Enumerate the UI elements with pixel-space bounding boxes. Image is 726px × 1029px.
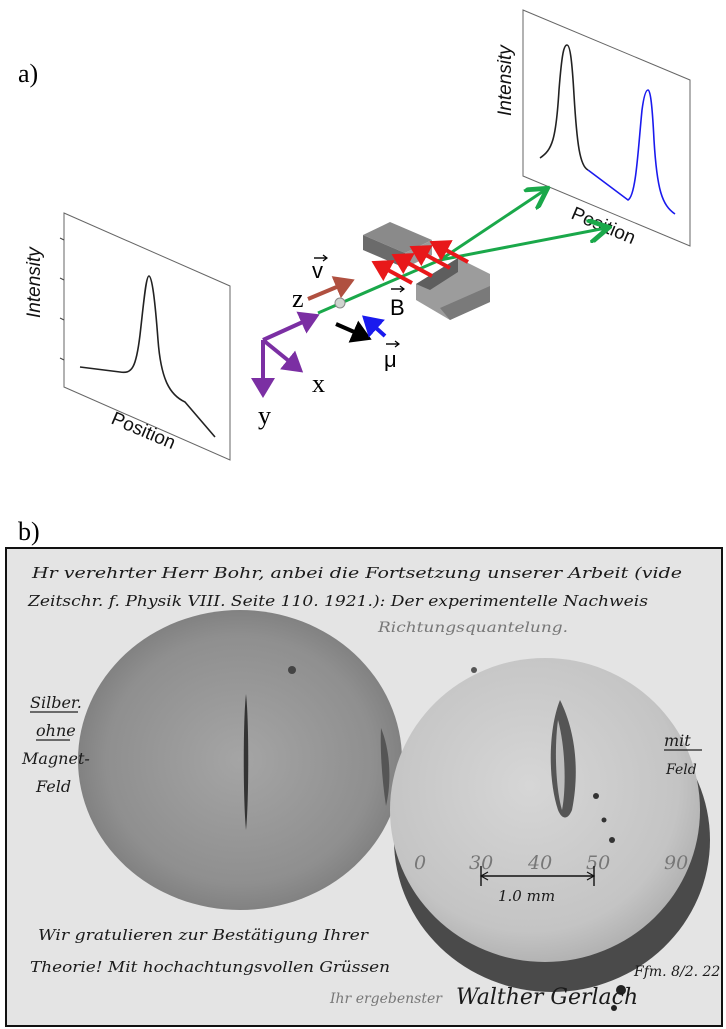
left-note-line-1: Silber.: [30, 693, 82, 712]
moment-label: μ: [384, 347, 397, 372]
left-note-line-4: Feld: [35, 777, 71, 796]
note-line-2: Zeitschr. f. Physik VIII. Seite 110. 192…: [27, 592, 648, 610]
plate-with-field: [390, 658, 710, 1011]
bottom-line-2: Theorie! Mit hochachtungsvollen Grüssen: [30, 958, 390, 976]
left-ylabel: Intensity: [24, 246, 45, 318]
scale-label: 1.0 mm: [498, 887, 555, 905]
signature: Walther Gerlach: [456, 985, 638, 1010]
right-detector-screen: Intensity Position: [495, 9, 691, 249]
field-label: B: [390, 295, 405, 320]
scale-tick-40: 40: [527, 852, 552, 874]
date-note: Ffm. 8/2. 22: [633, 964, 720, 980]
right-note-line-2: Feld: [665, 762, 697, 778]
coordinate-axes: z x y: [251, 284, 325, 430]
magnetic-field-arrows: B: [371, 240, 469, 320]
bottom-line-1: Wir gratulieren zur Bestätigung Ihrer: [38, 926, 369, 944]
panel-b-label: b): [18, 520, 40, 546]
scale-tick-30: 30: [469, 852, 493, 874]
scale-bar: 30 40 50 90 0 1.0 mm: [414, 852, 688, 905]
magnet-lower: [416, 258, 490, 320]
right-note-line-1: mit: [664, 731, 691, 750]
left-note-line-2: ohne: [36, 721, 76, 740]
scale-tick-0: 0: [414, 852, 426, 874]
note-line-3: Richtungsquantelung.: [377, 620, 568, 636]
velocity-vector: v: [307, 254, 355, 301]
magnet-upper: [363, 222, 432, 268]
left-note-line-3: Magnet-: [21, 749, 90, 768]
right-ylabel: Intensity: [495, 44, 516, 116]
left-intensity-peak: [79, 275, 216, 438]
left-side-note: Silber. ohne Magnet- Feld: [21, 693, 90, 796]
velocity-label: v: [312, 258, 323, 283]
plate-without-field: [78, 610, 402, 910]
axis-label-y: y: [258, 401, 271, 430]
note-line-1: Hr verehrter Herr Bohr, anbei die Fortse…: [31, 564, 682, 582]
atom-particle: [334, 297, 346, 309]
axis-label-z: z: [292, 284, 304, 313]
scale-tick-90: 90: [664, 852, 688, 874]
right-intensity-tail-blue: [587, 89, 676, 215]
right-side-note: mit Feld: [664, 731, 702, 778]
left-detector-screen: Intensity Position: [24, 212, 231, 461]
magnetic-moment-vectors: μ: [335, 315, 400, 372]
panel-b-postcard: b) Hr verehrter Herr Bohr, anbei die For…: [5, 520, 723, 1027]
bottom-line-3: Ihr ergebenster: [329, 991, 443, 1007]
axis-label-x: x: [312, 369, 325, 398]
right-intensity-peak-upper: [539, 44, 589, 171]
panel-a-diagram: a) Intensity Position Intensity Position…: [18, 9, 691, 461]
scale-tick-50: 50: [586, 852, 610, 874]
panel-a-label: a): [18, 59, 38, 88]
